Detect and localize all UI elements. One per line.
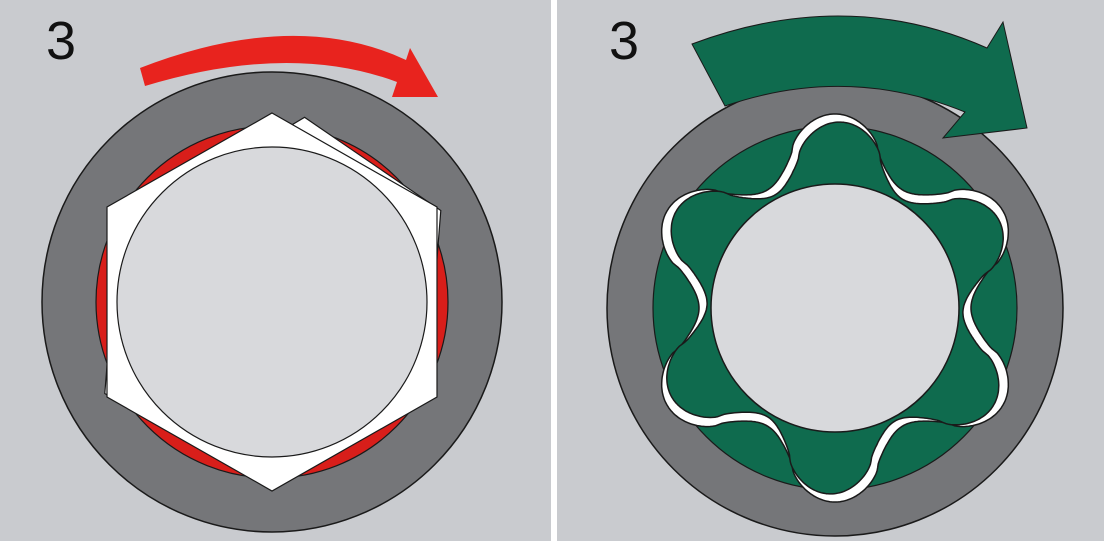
flank-drive-socket-panel: 3: [557, 0, 1104, 541]
rotation-arrow-icon: [691, 15, 1028, 139]
flank-drive-socket-diagram: [606, 15, 1064, 537]
socket-bore: [710, 183, 960, 433]
hex-socket-panel: 3: [0, 0, 551, 541]
hex-socket-diagram: [41, 35, 503, 533]
panel-divider: [551, 0, 557, 541]
socket-bore: [116, 146, 428, 458]
step-number-label: 3: [609, 11, 640, 71]
step-number-label: 3: [46, 11, 77, 71]
rotation-arrow-icon: [140, 35, 438, 97]
